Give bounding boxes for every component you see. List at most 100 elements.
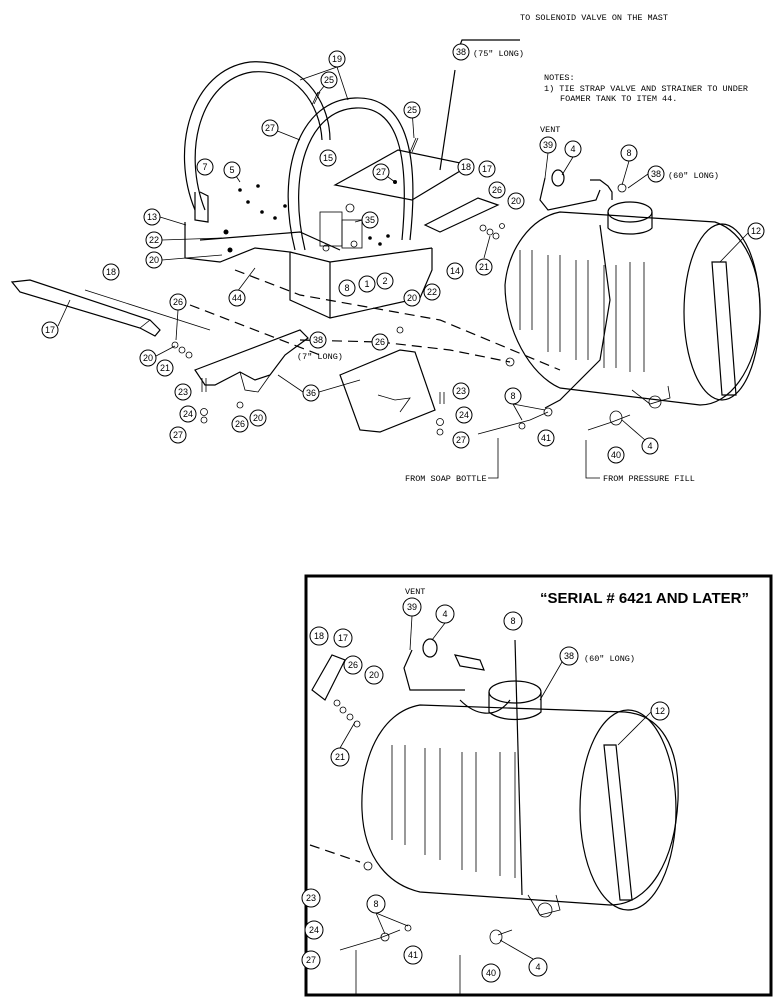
balloon-22: 22 bbox=[145, 231, 163, 249]
svg-text:26: 26 bbox=[348, 660, 358, 670]
balloon-38c: 38 bbox=[309, 331, 327, 349]
balloon-27c: 27 bbox=[169, 426, 187, 444]
len-75-label: (75" LONG) bbox=[473, 49, 524, 59]
from-soap-label: FROM SOAP BOTTLE bbox=[405, 474, 487, 484]
svg-text:26: 26 bbox=[235, 419, 245, 429]
inset-balloon-4: 4 bbox=[435, 604, 455, 624]
balloon-24: 24 bbox=[179, 405, 197, 423]
svg-text:38: 38 bbox=[651, 169, 661, 179]
balloon-38b: 38 bbox=[647, 165, 665, 183]
balloon-39: 39 bbox=[539, 136, 557, 154]
svg-text:38: 38 bbox=[564, 651, 574, 661]
svg-text:20: 20 bbox=[253, 413, 263, 423]
balloon-18c: 18 bbox=[102, 263, 120, 281]
mount-brackets bbox=[171, 326, 445, 436]
svg-text:8: 8 bbox=[626, 148, 631, 158]
inset-balloon-4b: 4 bbox=[528, 957, 548, 977]
inset-title: “SERIAL # 6421 AND LATER” bbox=[540, 590, 749, 607]
balloon-14: 14 bbox=[446, 262, 464, 280]
balloon-27: 27 bbox=[261, 119, 279, 137]
balloon-26d: 26 bbox=[231, 415, 249, 433]
svg-text:8: 8 bbox=[510, 391, 515, 401]
svg-text:39: 39 bbox=[407, 602, 417, 612]
svg-text:14: 14 bbox=[450, 266, 460, 276]
part-balloons-top: 19 25 25 27 15 27 7 5 13 22 20 35 8 1 2 … bbox=[41, 43, 765, 464]
balloon-20b: 20 bbox=[403, 289, 421, 307]
svg-text:17: 17 bbox=[45, 325, 55, 335]
balloon-17: 17 bbox=[478, 160, 496, 178]
svg-text:21: 21 bbox=[479, 262, 489, 272]
svg-text:21: 21 bbox=[160, 363, 170, 373]
balloon-4b: 4 bbox=[641, 437, 659, 455]
balloon-8c: 8 bbox=[504, 387, 522, 405]
inset-balloon-8: 8 bbox=[503, 611, 523, 631]
svg-text:24: 24 bbox=[183, 409, 193, 419]
svg-text:41: 41 bbox=[541, 433, 551, 443]
balloon-13: 13 bbox=[143, 208, 161, 226]
svg-text:27: 27 bbox=[173, 430, 183, 440]
svg-text:27: 27 bbox=[456, 435, 466, 445]
balloon-24b: 24 bbox=[455, 406, 473, 424]
balloon-18: 18 bbox=[457, 158, 475, 176]
inset-vent-label: VENT bbox=[405, 587, 425, 597]
inset-len-60-label: (60" LONG) bbox=[584, 654, 635, 664]
svg-text:39: 39 bbox=[543, 140, 553, 150]
balloon-1: 1 bbox=[358, 275, 376, 293]
balloon-25b: 25 bbox=[403, 101, 421, 119]
notes-heading: NOTES: bbox=[544, 73, 575, 83]
svg-text:5: 5 bbox=[229, 165, 234, 175]
balloon-44: 44 bbox=[228, 289, 246, 307]
svg-text:23: 23 bbox=[178, 387, 188, 397]
svg-text:8: 8 bbox=[344, 283, 349, 293]
balloon-21: 21 bbox=[475, 258, 493, 276]
svg-text:44: 44 bbox=[232, 293, 242, 303]
balloon-15: 15 bbox=[319, 149, 337, 167]
svg-text:41: 41 bbox=[408, 950, 418, 960]
to-solenoid-label: TO SOLENOID VALVE ON THE MAST bbox=[520, 13, 668, 23]
svg-text:24: 24 bbox=[459, 410, 469, 420]
svg-text:8: 8 bbox=[373, 899, 378, 909]
svg-text:23: 23 bbox=[456, 386, 466, 396]
svg-text:40: 40 bbox=[611, 450, 621, 460]
notes-line2: FOAMER TANK TO ITEM 44. bbox=[560, 94, 677, 104]
svg-text:20: 20 bbox=[143, 353, 153, 363]
svg-text:40: 40 bbox=[486, 968, 496, 978]
balloon-2: 2 bbox=[376, 272, 394, 290]
inset-balloon-17: 17 bbox=[333, 628, 353, 648]
inset-balloon-12: 12 bbox=[650, 701, 670, 721]
balloon-12: 12 bbox=[747, 222, 765, 240]
balloon-5: 5 bbox=[223, 161, 241, 179]
svg-text:27: 27 bbox=[265, 123, 275, 133]
svg-text:4: 4 bbox=[570, 144, 575, 154]
balloon-22b: 22 bbox=[423, 283, 441, 301]
inset-balloon-8b: 8 bbox=[366, 894, 386, 914]
balloon-27b: 27 bbox=[372, 163, 390, 181]
balloon-35: 35 bbox=[361, 211, 379, 229]
inset-balloon-18: 18 bbox=[309, 626, 329, 646]
foamer-tank bbox=[504, 201, 761, 409]
balloon-20e: 20 bbox=[249, 409, 267, 427]
inset-balloon-38: 38 bbox=[559, 646, 579, 666]
svg-text:18: 18 bbox=[106, 267, 116, 277]
svg-text:26: 26 bbox=[375, 337, 385, 347]
svg-text:12: 12 bbox=[751, 226, 761, 236]
part-balloons-inset: 39 4 8 38 12 18 17 26 20 21 8 41 40 4 23… bbox=[301, 597, 670, 983]
svg-text:21: 21 bbox=[335, 752, 345, 762]
svg-text:12: 12 bbox=[655, 706, 665, 716]
assembly-centerlines bbox=[189, 269, 561, 371]
notes-line1: 1) TIE STRAP VALVE AND STRAINER TO UNDER bbox=[544, 84, 748, 94]
balloon-20: 20 bbox=[145, 251, 163, 269]
svg-text:36: 36 bbox=[306, 388, 316, 398]
side-rail bbox=[10, 279, 211, 337]
svg-text:13: 13 bbox=[147, 212, 157, 222]
svg-text:4: 4 bbox=[535, 962, 540, 972]
balloon-20d: 20 bbox=[139, 349, 157, 367]
svg-text:17: 17 bbox=[338, 633, 348, 643]
inset-balloon-40: 40 bbox=[481, 963, 501, 983]
svg-text:18: 18 bbox=[461, 162, 471, 172]
inset-balloon-39: 39 bbox=[402, 597, 422, 617]
balloon-40: 40 bbox=[607, 446, 625, 464]
serial-inset: “SERIAL # 6421 AND LATER” VENT (60" LONG… bbox=[304, 574, 773, 997]
svg-text:2: 2 bbox=[382, 276, 387, 286]
svg-text:8: 8 bbox=[510, 616, 515, 626]
